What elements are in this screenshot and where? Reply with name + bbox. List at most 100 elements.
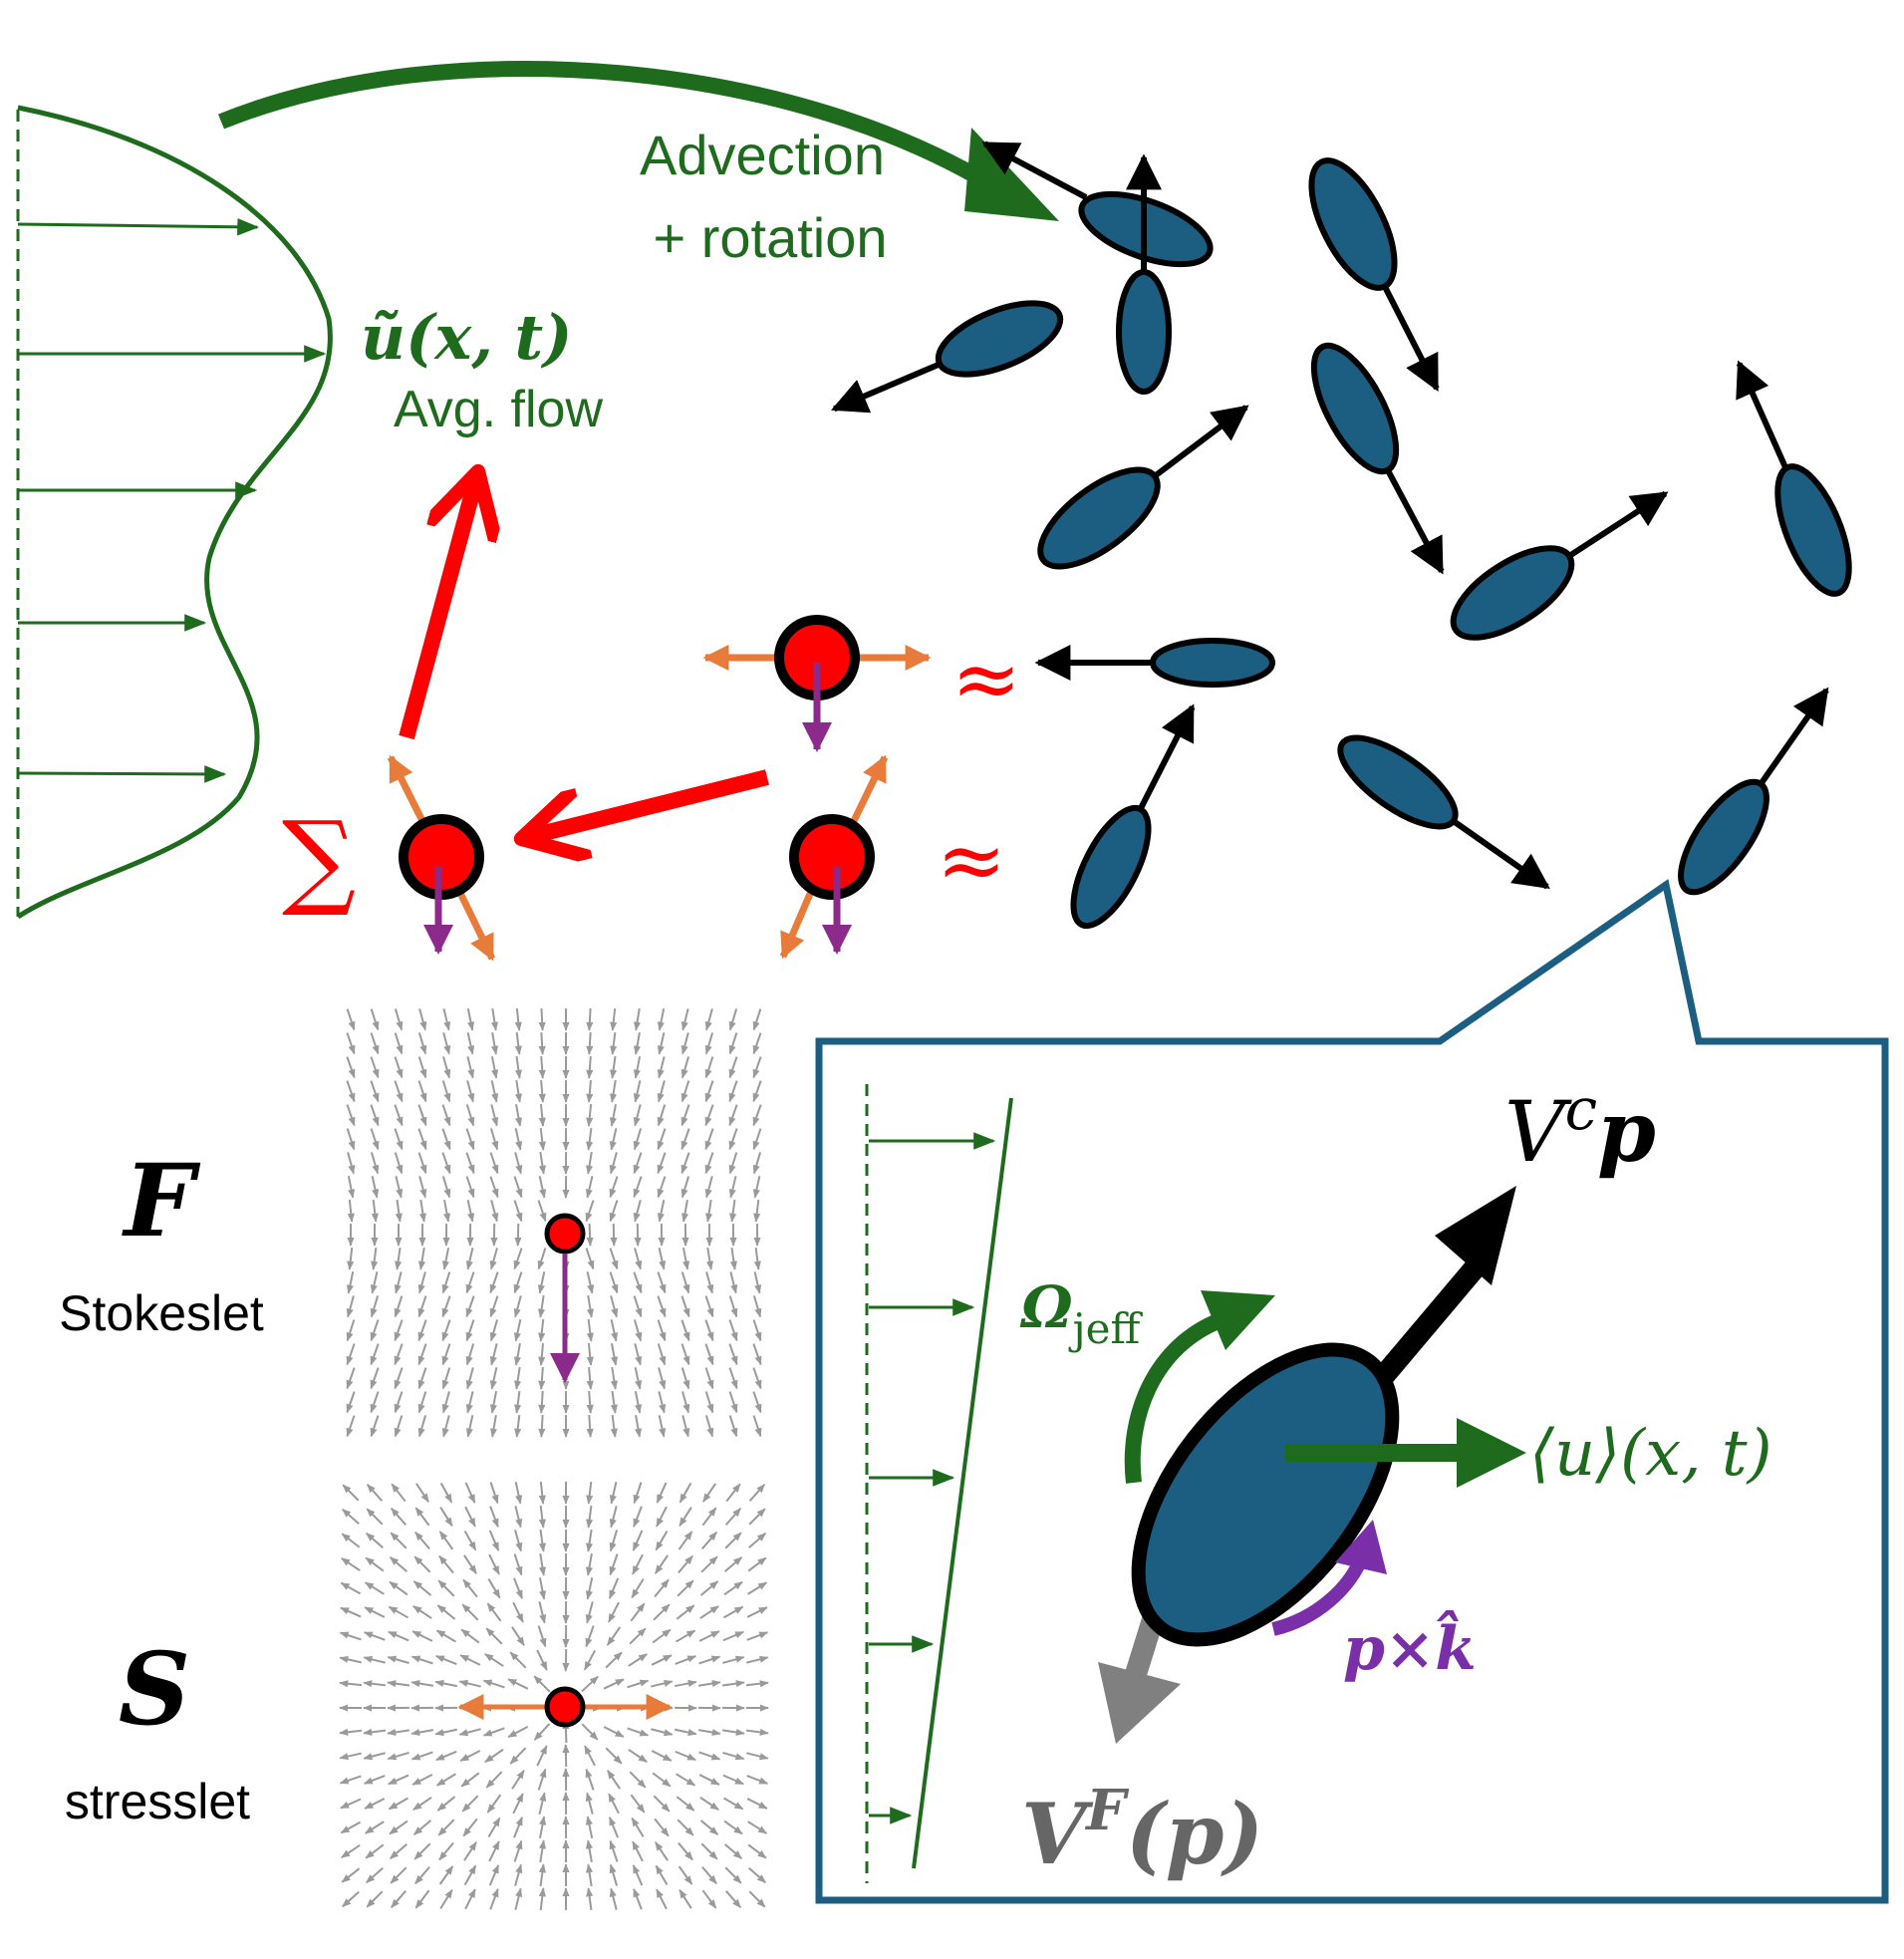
field-arrow bbox=[701, 1507, 717, 1527]
field-arrow bbox=[366, 1890, 384, 1908]
field-arrow bbox=[415, 1483, 429, 1503]
field-arrow bbox=[465, 1295, 475, 1318]
field-arrow bbox=[657, 1056, 666, 1079]
field-arrow bbox=[633, 1319, 643, 1342]
field-arrow bbox=[631, 1578, 645, 1599]
field-arrow bbox=[342, 1508, 360, 1526]
field-arrow bbox=[651, 1654, 673, 1666]
field-arrow bbox=[363, 1655, 386, 1664]
field-arrow bbox=[655, 1864, 669, 1886]
approx-symbol: ≈ bbox=[952, 630, 1021, 727]
field-arrow bbox=[697, 1728, 721, 1737]
field-arrow bbox=[752, 1415, 762, 1438]
field-arrow bbox=[722, 1751, 745, 1761]
field-arrow bbox=[514, 1863, 523, 1886]
field-arrow bbox=[413, 1842, 431, 1860]
field-arrow bbox=[704, 1032, 714, 1055]
field-arrow bbox=[632, 1840, 644, 1862]
field-arrow bbox=[370, 1152, 380, 1175]
field-arrow bbox=[442, 1056, 451, 1079]
field-arrow bbox=[365, 1556, 385, 1572]
field-arrow bbox=[417, 1128, 427, 1151]
field-arrow bbox=[490, 1104, 499, 1127]
field-arrow bbox=[584, 1745, 596, 1767]
field-arrow bbox=[417, 1104, 427, 1127]
field-arrow bbox=[704, 1176, 713, 1199]
field-arrow bbox=[657, 1271, 667, 1294]
field-arrow bbox=[728, 1415, 738, 1438]
field-arrow bbox=[482, 1727, 505, 1737]
field-arrow bbox=[364, 1581, 385, 1595]
swimmer-icon bbox=[1037, 466, 1161, 570]
field-arrow bbox=[704, 1343, 714, 1366]
jeffery-rotation-arrowhead bbox=[1201, 1290, 1275, 1350]
field-arrow bbox=[418, 1176, 427, 1199]
field-arrow bbox=[410, 1679, 434, 1688]
field-arrow bbox=[634, 1391, 643, 1414]
field-arrow bbox=[465, 1367, 474, 1390]
field-arrow bbox=[465, 1128, 475, 1151]
field-arrow bbox=[490, 1056, 499, 1079]
field-arrow bbox=[339, 1631, 362, 1641]
field-arrow bbox=[538, 1127, 546, 1151]
field-arrow bbox=[752, 1367, 762, 1390]
field-arrow bbox=[538, 1601, 547, 1624]
field-arrow bbox=[533, 1723, 551, 1741]
field-arrow bbox=[410, 1655, 433, 1665]
jeffery-rotation-arrow bbox=[1124, 1312, 1224, 1484]
field-arrow bbox=[394, 1343, 404, 1366]
field-arrow bbox=[657, 1200, 666, 1223]
stresslet-point bbox=[544, 1686, 586, 1728]
field-arrow bbox=[538, 1505, 546, 1529]
field-arrow bbox=[610, 1319, 619, 1342]
field-arrow bbox=[417, 1056, 427, 1079]
field-arrow bbox=[585, 1625, 595, 1648]
avg-flow-symbol: ũ(x, t) bbox=[361, 301, 573, 374]
field-arrow bbox=[681, 1391, 690, 1414]
swim-direction-arrow bbox=[1567, 490, 1669, 559]
field-arrow bbox=[728, 1343, 738, 1366]
field-arrow bbox=[489, 1319, 499, 1342]
field-arrow bbox=[586, 1031, 594, 1055]
field-arrow bbox=[701, 1866, 717, 1885]
field-arrow bbox=[603, 1678, 625, 1690]
field-arrow bbox=[721, 1728, 745, 1736]
field-arrow bbox=[363, 1680, 387, 1688]
field-arrow bbox=[681, 1415, 690, 1438]
field-arrow bbox=[390, 1843, 408, 1859]
field-arrow bbox=[513, 1553, 523, 1576]
field-arrow bbox=[439, 1482, 453, 1504]
field-arrow bbox=[489, 1414, 498, 1438]
field-arrow bbox=[509, 1747, 527, 1765]
field-arrow bbox=[441, 1271, 451, 1294]
field-arrow bbox=[514, 1506, 523, 1529]
field-arrow bbox=[608, 1793, 620, 1815]
field-arrow bbox=[394, 1152, 404, 1175]
flow-profile-icon bbox=[865, 1084, 1013, 1883]
field-arrow bbox=[679, 1507, 692, 1528]
field-arrow bbox=[610, 1343, 619, 1366]
field-arrow bbox=[724, 1532, 742, 1549]
field-arrow bbox=[465, 1343, 475, 1366]
field-arrow bbox=[728, 1008, 738, 1031]
field-arrow bbox=[585, 1601, 594, 1624]
field-arrow bbox=[585, 1151, 594, 1175]
field-arrow bbox=[746, 1655, 769, 1664]
field-arrow bbox=[394, 1319, 404, 1342]
field-arrow bbox=[628, 1653, 649, 1667]
field-arrow bbox=[514, 1366, 522, 1390]
swimmer-icon bbox=[1131, 1342, 1400, 1647]
field-arrow bbox=[346, 1415, 356, 1438]
field-arrow bbox=[632, 1553, 644, 1575]
field-arrow bbox=[698, 1751, 721, 1761]
field-arrow bbox=[753, 1199, 761, 1223]
field-arrow bbox=[538, 1390, 546, 1414]
field-arrow bbox=[538, 1103, 546, 1127]
field-arrow bbox=[340, 1606, 362, 1618]
field-arrow bbox=[676, 1796, 695, 1812]
swim-direction-arrow bbox=[1758, 687, 1829, 786]
field-arrow bbox=[466, 1008, 475, 1031]
field-arrow bbox=[752, 1080, 762, 1103]
field-arrow bbox=[513, 1319, 522, 1342]
point-force-icon bbox=[702, 615, 932, 752]
